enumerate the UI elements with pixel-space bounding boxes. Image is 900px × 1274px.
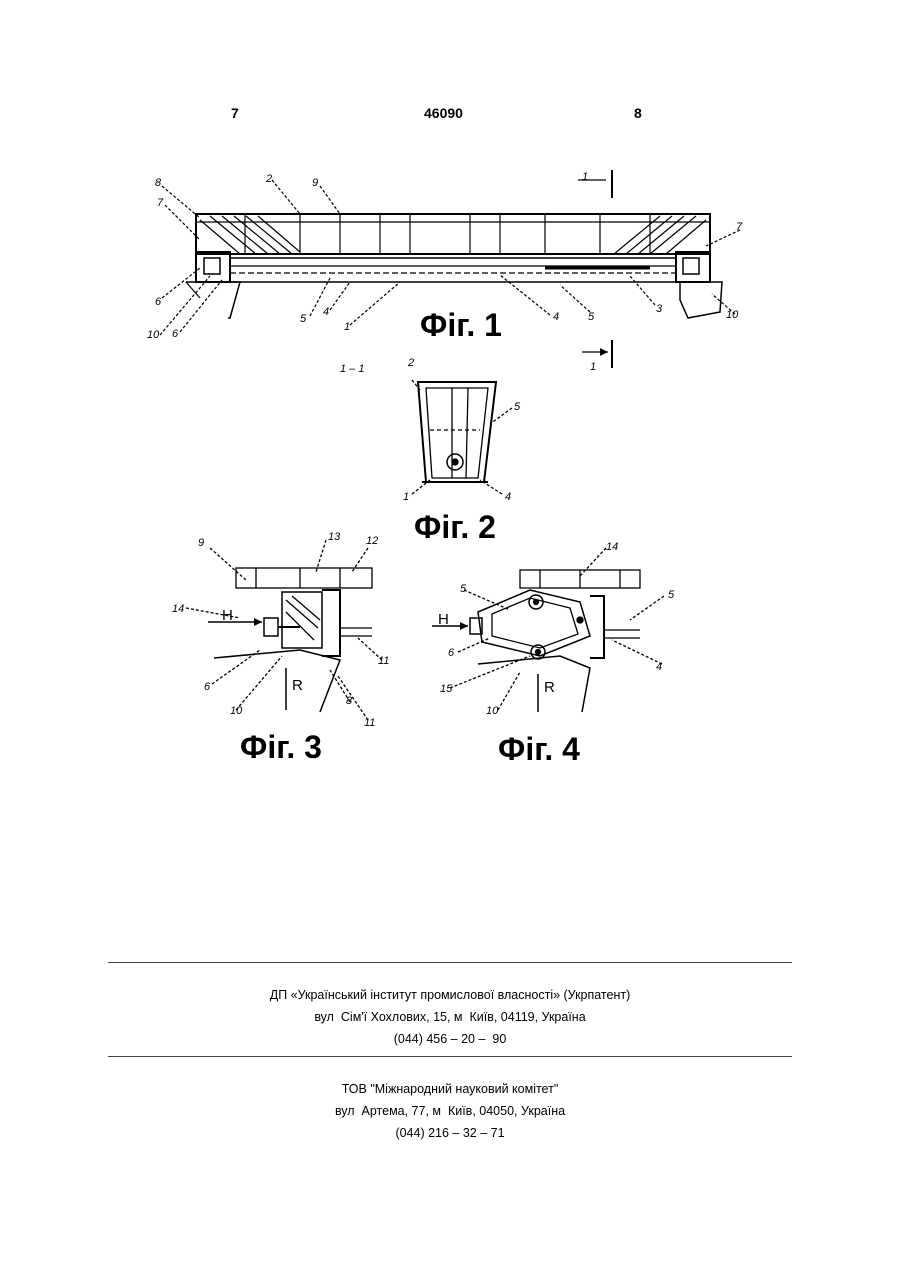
fig4-label: H	[438, 611, 449, 628]
fig2-label: 2	[407, 357, 414, 369]
printer-block: ТОВ "Міжнародний науковий комітет" вул А…	[0, 1078, 900, 1144]
fig3-label: 14	[172, 603, 184, 615]
fig3-label: 11	[378, 655, 389, 667]
fig4-label: 14	[606, 541, 618, 553]
fig3-label: 8	[346, 695, 353, 707]
fig4-label: R	[544, 679, 555, 696]
publisher-phone: (044) 456 – 20 – 90	[0, 1028, 900, 1050]
figure-1-caption: Фіг. 1	[420, 307, 502, 343]
publisher-address: вул Сім'ї Хохлових, 15, м Київ, 04119, У…	[0, 1006, 900, 1028]
fig1-label: 6	[172, 328, 179, 340]
printer-phone: (044) 216 – 32 – 71	[0, 1122, 900, 1144]
fig4-label: 5	[460, 583, 467, 595]
publisher-org: ДП «Український інститут промислової вла…	[0, 984, 900, 1006]
divider-bottom	[108, 1056, 792, 1057]
fig1-label: 5	[300, 313, 307, 325]
fig3-label: 10	[230, 705, 243, 717]
fig1-label: 10	[147, 329, 160, 341]
section-mark-top: 1	[582, 171, 588, 183]
fig2-label: 1	[403, 491, 409, 503]
fig1-label: 4	[323, 306, 329, 318]
patent-drawings: Фіг. 1 1 1 8 7 2 9 7 6 10 6 5 4 1 4 5 3 …	[0, 0, 900, 800]
fig1-label: 2	[265, 173, 272, 185]
fig1-label: 1	[344, 321, 350, 333]
fig3-label: H	[222, 607, 233, 624]
figure-3-drawing	[186, 540, 382, 720]
fig3-label: 13	[328, 531, 341, 543]
fig1-label: 5	[588, 311, 595, 323]
fig4-label: 15	[440, 683, 453, 695]
fig3-label: R	[292, 677, 303, 694]
section-title: 1 – 1	[340, 363, 364, 375]
fig3-label: 12	[366, 535, 378, 547]
fig1-label: 7	[157, 197, 164, 209]
fig3-label: 6	[204, 681, 211, 693]
fig1-label: 6	[155, 296, 162, 308]
section-mark-bottom: 1	[590, 361, 596, 373]
fig2-label: 4	[505, 491, 511, 503]
fig1-label: 9	[312, 177, 318, 189]
fig4-label: 5	[668, 589, 675, 601]
fig1-label: 4	[553, 311, 559, 323]
fig4-label: 10	[486, 705, 499, 717]
publisher-block: ДП «Український інститут промислової вла…	[0, 984, 900, 1050]
printer-org: ТОВ "Міжнародний науковий комітет"	[0, 1078, 900, 1100]
fig1-label: 7	[736, 221, 743, 233]
fig2-label: 5	[514, 401, 521, 413]
fig1-label: 3	[656, 303, 663, 315]
figure-3-caption: Фіг. 3	[240, 729, 322, 765]
figure-2-drawing	[412, 380, 512, 494]
printer-address: вул Артема, 77, м Київ, 04050, Україна	[0, 1100, 900, 1122]
divider-top	[108, 962, 792, 963]
fig3-label: 11	[364, 717, 375, 729]
fig1-label: 10	[726, 309, 739, 321]
figure-2-caption: Фіг. 2	[414, 509, 496, 545]
fig4-label: 6	[448, 647, 455, 659]
fig1-label: 8	[155, 177, 162, 189]
fig3-label: 9	[198, 537, 204, 549]
fig4-label: 4	[656, 661, 662, 673]
figure-4-caption: Фіг. 4	[498, 731, 580, 767]
